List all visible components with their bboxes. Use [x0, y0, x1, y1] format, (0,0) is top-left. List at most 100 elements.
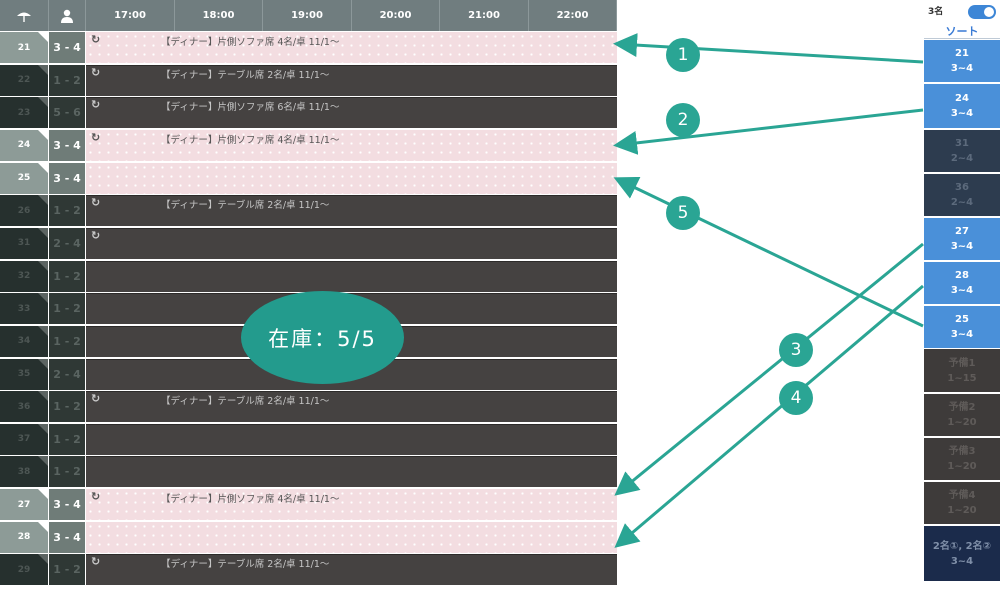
refresh-icon[interactable]: ↻ [91, 98, 101, 112]
refresh-icon[interactable]: ↻ [91, 490, 101, 504]
row-divider [86, 423, 617, 425]
sort-toggle[interactable] [968, 5, 996, 19]
sort-item-range: 3~4 [950, 63, 974, 74]
table-number-cell[interactable]: 35 [0, 358, 48, 390]
capacity-cell: 2 - 4 [49, 227, 85, 259]
timeline-lane[interactable]: ↻【ディナー】片側ソファ席 4名/卓 11/1～ [86, 129, 617, 161]
refresh-icon[interactable]: ↻ [91, 228, 101, 242]
timeline-lane[interactable]: ↻【ディナー】テーブル席 2名/卓 11/1～ [86, 554, 617, 586]
capacity-cell: 1 - 2 [49, 293, 85, 325]
timeline-lane[interactable]: ↻【ディナー】テーブル席 2名/卓 11/1～ [86, 195, 617, 227]
table-number-cell[interactable]: 23 [0, 97, 48, 129]
table-row[interactable]: 37 1 - 2 [0, 423, 617, 456]
refresh-icon[interactable]: ↻ [91, 33, 101, 46]
table-number-cell[interactable]: 38 [0, 456, 48, 488]
corner-mark [38, 97, 48, 108]
capacity-cell: 1 - 2 [49, 195, 85, 227]
table-number-cell[interactable]: 31 [0, 227, 48, 259]
refresh-icon[interactable]: ↻ [91, 196, 101, 210]
refresh-icon[interactable]: ↻ [91, 555, 101, 569]
capacity-cell: 2 - 4 [49, 358, 85, 390]
sort-item-range: 3~4 [950, 555, 974, 567]
table-number: 37 [17, 434, 31, 445]
sort-item-id: 予備1 [948, 357, 976, 369]
timeline-lane[interactable]: ↻【ディナー】テーブル席 2名/卓 11/1～ [86, 64, 617, 96]
table-number-cell[interactable]: 21 [0, 32, 48, 63]
annotation-badge-4: 4 [779, 381, 813, 415]
sort-item-id: 27 [955, 226, 969, 237]
reservation-label: 【ディナー】片側ソファ席 4名/卓 11/1～ [161, 494, 340, 506]
timeline-lane[interactable]: ↻【ディナー】テーブル席 2名/卓 11/1～ [86, 391, 617, 423]
time-header: 18:00 [175, 0, 263, 31]
table-number-cell[interactable]: 27 [0, 489, 48, 521]
table-number-cell[interactable]: 25 [0, 162, 48, 194]
table-number-cell[interactable]: 32 [0, 260, 48, 292]
table-number-cell[interactable]: 37 [0, 423, 48, 455]
capacity-cell: 3 - 4 [49, 162, 85, 194]
timeline-lane[interactable]: ↻ 【ディナー】片側ソファ席 4名/卓 11/1～ [86, 489, 617, 521]
timeline-lane[interactable] [86, 260, 617, 292]
table-number-cell[interactable]: 28 [0, 521, 48, 553]
table-number-cell[interactable]: 36 [0, 391, 48, 423]
timeline-lane[interactable] [86, 162, 617, 194]
table-number: 21 [17, 42, 31, 53]
timeline-lane[interactable]: ↻【ディナー】片側ソファ席 6名/卓 11/1～ [86, 97, 617, 129]
annotation-badge-3: 3 [779, 333, 813, 367]
toggle-knob [984, 7, 994, 17]
timeline-lane[interactable] [86, 521, 617, 553]
sort-item-range: 1~15 [947, 372, 977, 384]
capacity-cell: 1 - 2 [49, 64, 85, 96]
timeline-lane[interactable]: ↻【ディナー】片側ソファ席 4名/卓 11/1～ [86, 32, 617, 63]
table-number-cell[interactable]: 29 [0, 554, 48, 586]
corner-mark [38, 260, 48, 271]
refresh-icon[interactable]: ↻ [91, 392, 101, 406]
timeline-lane[interactable]: ↻ [86, 227, 617, 259]
table-number-cell[interactable]: 22 [0, 64, 48, 96]
table-number-cell[interactable]: 33 [0, 293, 48, 325]
table-row[interactable]: 22 1 - 2↻【ディナー】テーブル席 2名/卓 11/1～ [0, 64, 617, 97]
table-number-cell[interactable]: 26 [0, 195, 48, 227]
party-count: 3名 [928, 7, 944, 17]
refresh-icon[interactable]: ↻ [91, 130, 101, 144]
sort-item-id: 予備2 [948, 402, 976, 413]
table-number-cell[interactable]: 24 [0, 129, 48, 161]
refresh-icon[interactable]: ↻ [91, 65, 101, 79]
sort-item-id: 25 [955, 314, 969, 325]
sort-item[interactable]: 予備1 1~15 [924, 349, 1000, 393]
table-number-cell[interactable]: 34 [0, 325, 48, 357]
sort-item-range: 1~20 [947, 461, 977, 472]
table-number: 22 [17, 75, 31, 86]
timeline-lane[interactable] [86, 423, 617, 455]
table-number: 27 [17, 499, 31, 510]
capacity-cell: 1 - 2 [49, 423, 85, 455]
corner-mark [38, 489, 48, 500]
table-header [0, 0, 49, 31]
capacity-cell: 1 - 2 [49, 260, 85, 292]
sort-item-id: 31 [955, 138, 969, 149]
time-header: 19:00 [263, 0, 352, 31]
timeline-lane[interactable] [86, 456, 617, 488]
